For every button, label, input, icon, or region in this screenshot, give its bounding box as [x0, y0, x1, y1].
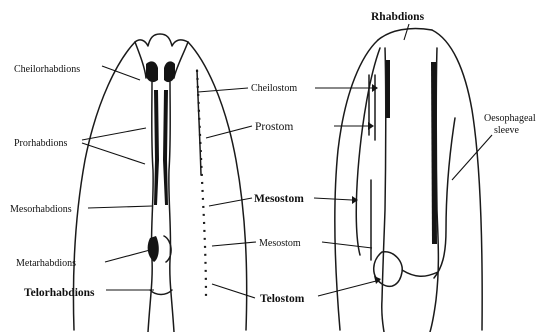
label-prostom: Prostom	[255, 121, 293, 133]
left-lip-inner	[135, 42, 188, 78]
label-prorhabdions: Prorhabdions	[14, 138, 67, 149]
right-sleeve-inner	[356, 48, 380, 255]
left-cheilostom-plates	[146, 61, 158, 82]
right-rhabdion-right	[431, 62, 437, 244]
right-body-outline-right	[432, 30, 482, 330]
label-mesorhabdions: Mesorhabdions	[10, 204, 72, 215]
label-metarhabdions: Metarhabdions	[16, 258, 76, 269]
left-body-outline-right	[188, 42, 247, 330]
right-stoma-wall-left	[382, 48, 386, 332]
label-mesostom-1: Mesostom	[254, 193, 304, 205]
label-telorhabdions: Telorhabdions	[24, 287, 95, 299]
left-stoma-wall-right	[169, 82, 174, 332]
left-prorhabdion-strip	[154, 90, 159, 205]
label-cheilorhabdions: Cheilorhabdions	[14, 64, 80, 75]
label-sleeve: sleeve	[494, 125, 520, 136]
right-rhabdion-left	[386, 60, 390, 118]
left-lip-lobes	[135, 34, 188, 46]
labels: Cheilorhabdions Prorhabdions Mesorhabdio…	[10, 11, 536, 305]
left-metarhabdion-swelling	[148, 236, 159, 262]
label-cheilostom: Cheilostom	[251, 83, 297, 94]
label-telostom: Telostom	[260, 293, 305, 305]
left-stoma-wall-left	[148, 82, 153, 332]
label-mesostom-2: Mesostom	[259, 238, 301, 249]
label-rhabdions: Rhabdions	[371, 11, 425, 23]
label-oesophageal: Oesophageal	[484, 113, 536, 124]
